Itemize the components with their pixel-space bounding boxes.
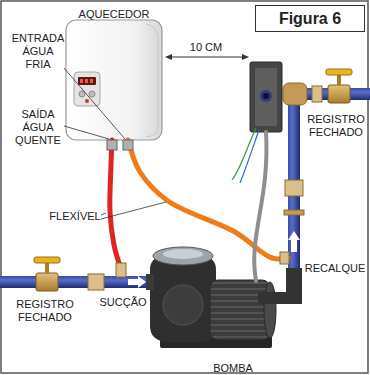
dimension-label-holder: 10 CM: [188, 41, 224, 54]
heater-drawing: [66, 20, 162, 140]
pipe-label-holder: RECALQUE: [304, 262, 366, 275]
leader-lines: [64, 68, 166, 219]
fitting-label: SAÍDA ÁGUA QUENTE: [15, 108, 61, 146]
neutral-wire: [240, 130, 259, 183]
pump-drawing: [146, 247, 302, 348]
suction-pipe: [0, 276, 156, 288]
figure-title-box: Figura 6: [255, 5, 365, 32]
hose-label: FLEXÍVEL: [49, 210, 100, 222]
suction-tee: [116, 263, 126, 277]
flow-arrow: [288, 231, 300, 252]
valve-label-holder: REGISTRO FECHADO: [12, 298, 78, 324]
dimension-line: [165, 54, 249, 60]
water-heater: AQUECEDOR: [66, 20, 162, 140]
node-heading: AQUECEDOR: [79, 8, 150, 20]
node-heading: BOMBA: [213, 362, 253, 374]
pipe-label: RECALQUE: [305, 262, 366, 274]
discharge-tee: [280, 252, 289, 264]
fitting-label: ENTRADA ÁGUA FRIA: [12, 32, 65, 70]
power-cable: [254, 132, 266, 281]
cold-inlet-fitting: [123, 140, 133, 150]
hot-outlet-fitting: [107, 140, 117, 150]
node-heading-holder: BOMBA: [208, 358, 258, 375]
node-heading-holder: AQUECEDOR: [66, 4, 162, 22]
fitting-label-holder: ENTRADA ÁGUA FRIA: [10, 32, 66, 71]
hot-water-hose: [110, 140, 120, 266]
valve-label: REGISTRO FECHADO: [307, 113, 364, 138]
electrical-box: [250, 62, 282, 132]
valve-label: REGISTRO FECHADO: [16, 298, 73, 323]
flow-arrow: [128, 276, 146, 288]
figure-title: Figura 6: [279, 10, 341, 28]
pipe-label: SUCÇÃO: [99, 296, 146, 308]
discharge-pipe: [283, 83, 370, 272]
closed-valve-right: [312, 69, 352, 103]
fitting-label-holder: SAÍDA ÁGUA QUENTE: [11, 108, 65, 147]
pipe-label-holder: SUCÇÃO: [98, 296, 148, 309]
closed-valve-left: [34, 257, 104, 291]
valve-label-holder: REGISTRO FECHADO: [305, 113, 367, 139]
hose-label-holder: FLEXÍVEL: [48, 210, 102, 223]
dimension-label: 10 CM: [190, 41, 222, 53]
